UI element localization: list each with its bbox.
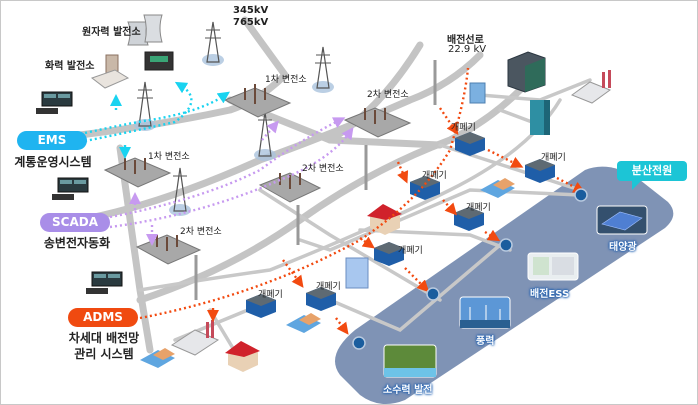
small-hydro-tile[interactable] [383, 344, 437, 378]
adms-system-name-line1: 차세대 배전망 [68, 331, 140, 345]
switch-box[interactable] [374, 242, 404, 266]
ess-label: 배전ESS [530, 289, 570, 300]
market [286, 313, 321, 333]
substation-label: 2차 변전소 [367, 90, 409, 100]
distribution-line-title: 배전선로 [447, 35, 484, 46]
transmission-voltage-345: 345kV [233, 5, 269, 16]
transmission-tower [254, 111, 276, 161]
small-hydro-label: 소수력 발전 [383, 385, 433, 396]
distributed-energy-callout: 분산전원 [617, 161, 687, 181]
switch-label: 개폐기 [422, 171, 447, 181]
substation [223, 84, 292, 118]
callout-pointer [632, 180, 642, 190]
switch-label: 개폐기 [466, 203, 491, 213]
substation [103, 157, 172, 188]
solar-label: 태양광 [609, 242, 637, 253]
market [140, 348, 175, 368]
transmission-tower [312, 46, 334, 93]
substation-label: 1차 변전소 [265, 75, 307, 85]
adms-system-name-line2: 관리 시스템 [74, 347, 134, 361]
switch-box[interactable] [455, 132, 485, 156]
wind-label: 풍력 [476, 336, 495, 347]
wind-tile[interactable] [459, 296, 511, 329]
scada-flow [109, 117, 354, 246]
factory [570, 70, 612, 104]
switch-label: 개폐기 [451, 123, 476, 133]
office-building [507, 51, 546, 93]
transmission-tower [202, 21, 224, 66]
distribution-line-voltage: 22.9 kV [448, 44, 487, 55]
adms-flow [139, 67, 586, 335]
substation [258, 172, 322, 203]
ems-badge[interactable]: EMS [17, 131, 87, 150]
grid-node[interactable] [499, 238, 513, 252]
scada-workstation [52, 177, 89, 200]
nuclear-plant-label: 원자력 발전소 [82, 27, 141, 38]
transmission-tower [134, 81, 156, 131]
grid-node[interactable] [352, 336, 366, 350]
scada-badge[interactable]: SCADA [40, 213, 110, 232]
scada-system-name: 송변전자동화 [43, 236, 111, 250]
ems-workstation [36, 91, 73, 114]
substation-label: 2차 변전소 [302, 164, 344, 174]
grid-node[interactable] [426, 287, 440, 301]
ems-flow [84, 81, 230, 159]
market [480, 178, 515, 198]
switch-label: 개폐기 [541, 153, 566, 163]
substation-label: 2차 변전소 [180, 227, 222, 237]
substation [135, 234, 202, 265]
small-building [469, 82, 486, 104]
factory [170, 320, 220, 356]
house [225, 341, 260, 372]
grid-node[interactable] [574, 188, 588, 202]
switch-box[interactable] [410, 176, 440, 200]
switch-label: 개폐기 [258, 290, 283, 300]
substation-label: 1차 변전소 [148, 152, 190, 162]
ems-system-name: 계통운영시스템 [14, 155, 92, 169]
switch-label: 개폐기 [316, 282, 341, 292]
ess-tile[interactable] [527, 252, 579, 281]
switch-box[interactable] [246, 294, 276, 318]
switch-box[interactable] [525, 159, 555, 183]
switch-box[interactable] [454, 207, 484, 231]
solar-tile[interactable] [596, 205, 648, 235]
apartment-building [345, 257, 369, 289]
thermal-plant-label: 화력 발전소 [45, 61, 95, 72]
thermal-plant [90, 54, 130, 89]
nuclear-plant [127, 14, 174, 71]
switch-label: 개폐기 [398, 246, 423, 256]
adms-badge[interactable]: ADMS [68, 308, 138, 327]
adms-workstation [86, 271, 123, 294]
switch-box[interactable] [306, 287, 336, 311]
transmission-voltage-765: 765kV [233, 17, 269, 28]
substation [343, 107, 412, 138]
skyscraper [530, 100, 550, 135]
